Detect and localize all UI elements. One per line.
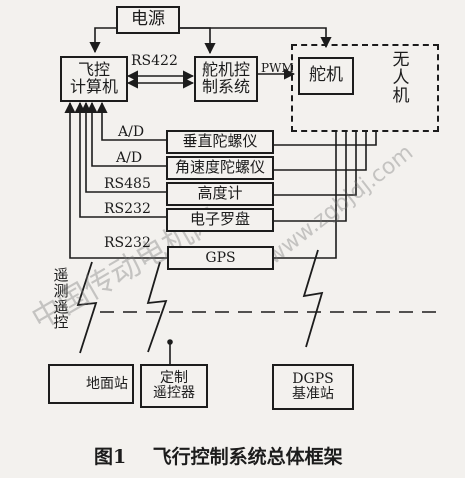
dgps-label-2: 基准站 <box>292 386 334 402</box>
compass-block: 电子罗盘 <box>166 208 274 232</box>
servo-block: 舵机 <box>298 57 354 95</box>
servo-control-label-1: 舵机控 <box>201 60 250 80</box>
rate-gyro-block: 角速度陀螺仪 <box>166 156 274 180</box>
power-block: 电源 <box>116 6 180 34</box>
vertical-gyro-label: 垂直陀螺仪 <box>182 132 258 151</box>
flight-computer-label-2: 计算机 <box>69 77 118 96</box>
ground-station-block: 地面站 <box>48 364 134 404</box>
flight-computer-label-1: 飞控 <box>77 60 110 80</box>
vertical-gyro-block: 垂直陀螺仪 <box>166 130 274 154</box>
gps-label: GPS <box>205 249 236 266</box>
ad-label-2: A/D <box>116 150 143 166</box>
telemetry-char-4: 控 <box>53 313 69 332</box>
rate-gyro-label: 角速度陀螺仪 <box>174 158 265 177</box>
ad-label-1: A/D <box>118 124 145 140</box>
uav-char-1: 无 <box>392 50 410 70</box>
gps-block: GPS <box>167 246 274 270</box>
rs485-label: RS485 <box>104 176 151 192</box>
altimeter-label: 高度计 <box>197 184 243 203</box>
uav-char-2: 人 <box>392 67 410 88</box>
rc-label-1: 定制 <box>160 370 188 387</box>
rc-label-2: 遥控器 <box>153 385 195 401</box>
compass-label: 电子罗盘 <box>189 210 250 229</box>
rs422-label: RS422 <box>131 53 178 69</box>
power-label: 电源 <box>131 9 165 30</box>
telemetry-char-3: 遥 <box>53 297 69 316</box>
uav-label: 无 人 机 <box>390 50 412 106</box>
figure-caption: 图1 飞行控制系统总体框架 <box>94 446 343 468</box>
flight-computer-block: 飞控 计算机 <box>60 56 128 102</box>
dgps-block: DGPS 基准站 <box>272 364 354 410</box>
pwm-label: PWM <box>261 61 294 75</box>
rc-block: 定制 遥控器 <box>140 364 208 408</box>
ground-station-label: 地面站 <box>86 375 128 392</box>
rs232-label-1: RS232 <box>104 201 151 217</box>
servo-label: 舵机 <box>309 65 343 86</box>
uav-dashed-boundary <box>291 44 439 132</box>
uav-char-3: 机 <box>392 85 410 106</box>
servo-control-label-2: 制系统 <box>201 77 250 96</box>
telemetry-char-2: 测 <box>53 281 69 300</box>
dgps-label-1: DGPS <box>292 371 334 388</box>
telemetry-label: 遥 测 遥 控 <box>50 266 72 332</box>
servo-control-block: 舵机控 制系统 <box>194 56 258 102</box>
altimeter-block: 高度计 <box>166 182 274 206</box>
telemetry-char-1: 遥 <box>53 266 69 284</box>
rs232-label-2: RS232 <box>104 235 151 251</box>
